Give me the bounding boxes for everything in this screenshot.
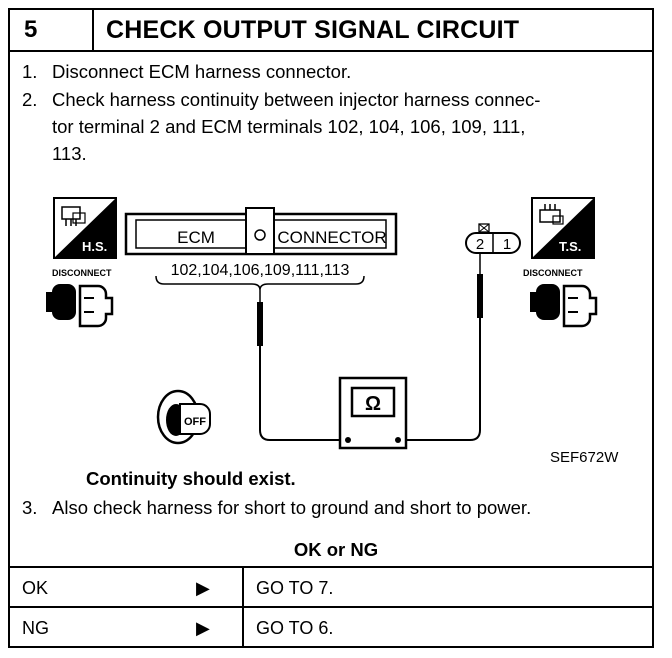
result-row-ok: OK ▶ GO TO 7. (8, 566, 654, 608)
instruction-text: Also check harness for short to ground a… (52, 497, 532, 518)
connector-icon (539, 204, 564, 225)
result-heading: OK or NG (293, 539, 379, 560)
ohmmeter: Ω (338, 376, 408, 450)
instruction-3: 3. Also check harness for short to ground… (22, 494, 531, 521)
row-divider (242, 568, 244, 608)
step-number: 5 (10, 10, 94, 50)
step-header: 5 CHECK OUTPUT SIGNAL CIRCUIT (8, 8, 654, 52)
instruction-text: tor terminal 2 and ECM terminals 102, 10… (52, 116, 526, 137)
instruction-number: 1. (22, 61, 38, 82)
arrow-right-icon: ▶ (196, 578, 210, 598)
arrow-right-icon: ▶ (196, 618, 210, 638)
figure-code: SEF672W (550, 449, 619, 466)
injector-pin-2: 2 (476, 236, 484, 253)
ecm-connector: ECM CONNECTOR (124, 207, 398, 256)
injector-pin-1: 1 (503, 236, 511, 253)
instruction-text: 113. (52, 143, 87, 164)
ignition-key-off-icon: OFF (156, 389, 211, 445)
connector-icon (61, 206, 86, 226)
instruction-number: 2. (22, 89, 38, 110)
disconnect-label-left: DISCONNECT (52, 268, 112, 278)
right-probe-wire (398, 253, 483, 441)
disconnect-plug-icon-left (46, 284, 114, 328)
instruction-1: 1. Disconnect ECM harness connector. (22, 58, 351, 85)
result-label: NG (22, 618, 49, 638)
ecm-label: ECM (177, 228, 215, 247)
step-title: CHECK OUTPUT SIGNAL CIRCUIT (106, 16, 520, 44)
result-row-ng: NG ▶ GO TO 6. (8, 606, 654, 648)
instruction-text: Disconnect ECM harness connector. (52, 61, 352, 82)
instruction-text: Check harness continuity between injecto… (52, 89, 541, 110)
result-action: GO TO 7. (256, 578, 334, 598)
key-off-label: OFF (184, 416, 206, 428)
ts-label: T.S. (559, 239, 581, 254)
hs-label: H.S. (82, 239, 107, 254)
hs-harness-side-badge: H.S. (53, 197, 117, 259)
ecm-terminals-label: 102,104,106,109,111,113 (171, 262, 350, 279)
disconnect-label-right: DISCONNECT (523, 268, 583, 278)
disconnect-plug-icon-right (530, 284, 598, 328)
ohm-icon: Ω (365, 393, 381, 415)
instruction-number: 3. (22, 497, 38, 518)
instruction-2: 2. Check harness continuity between inje… (22, 86, 540, 167)
result-label: OK (22, 578, 49, 598)
connector-label: CONNECTOR (277, 228, 386, 247)
continuity-note: Continuity should exist. (86, 468, 296, 489)
ts-terminal-side-badge: T.S. (531, 197, 595, 259)
result-action: GO TO 6. (256, 618, 334, 638)
injector-connector: 2 1 (465, 223, 521, 254)
left-probe-wire (257, 290, 346, 441)
row-divider (242, 608, 244, 648)
